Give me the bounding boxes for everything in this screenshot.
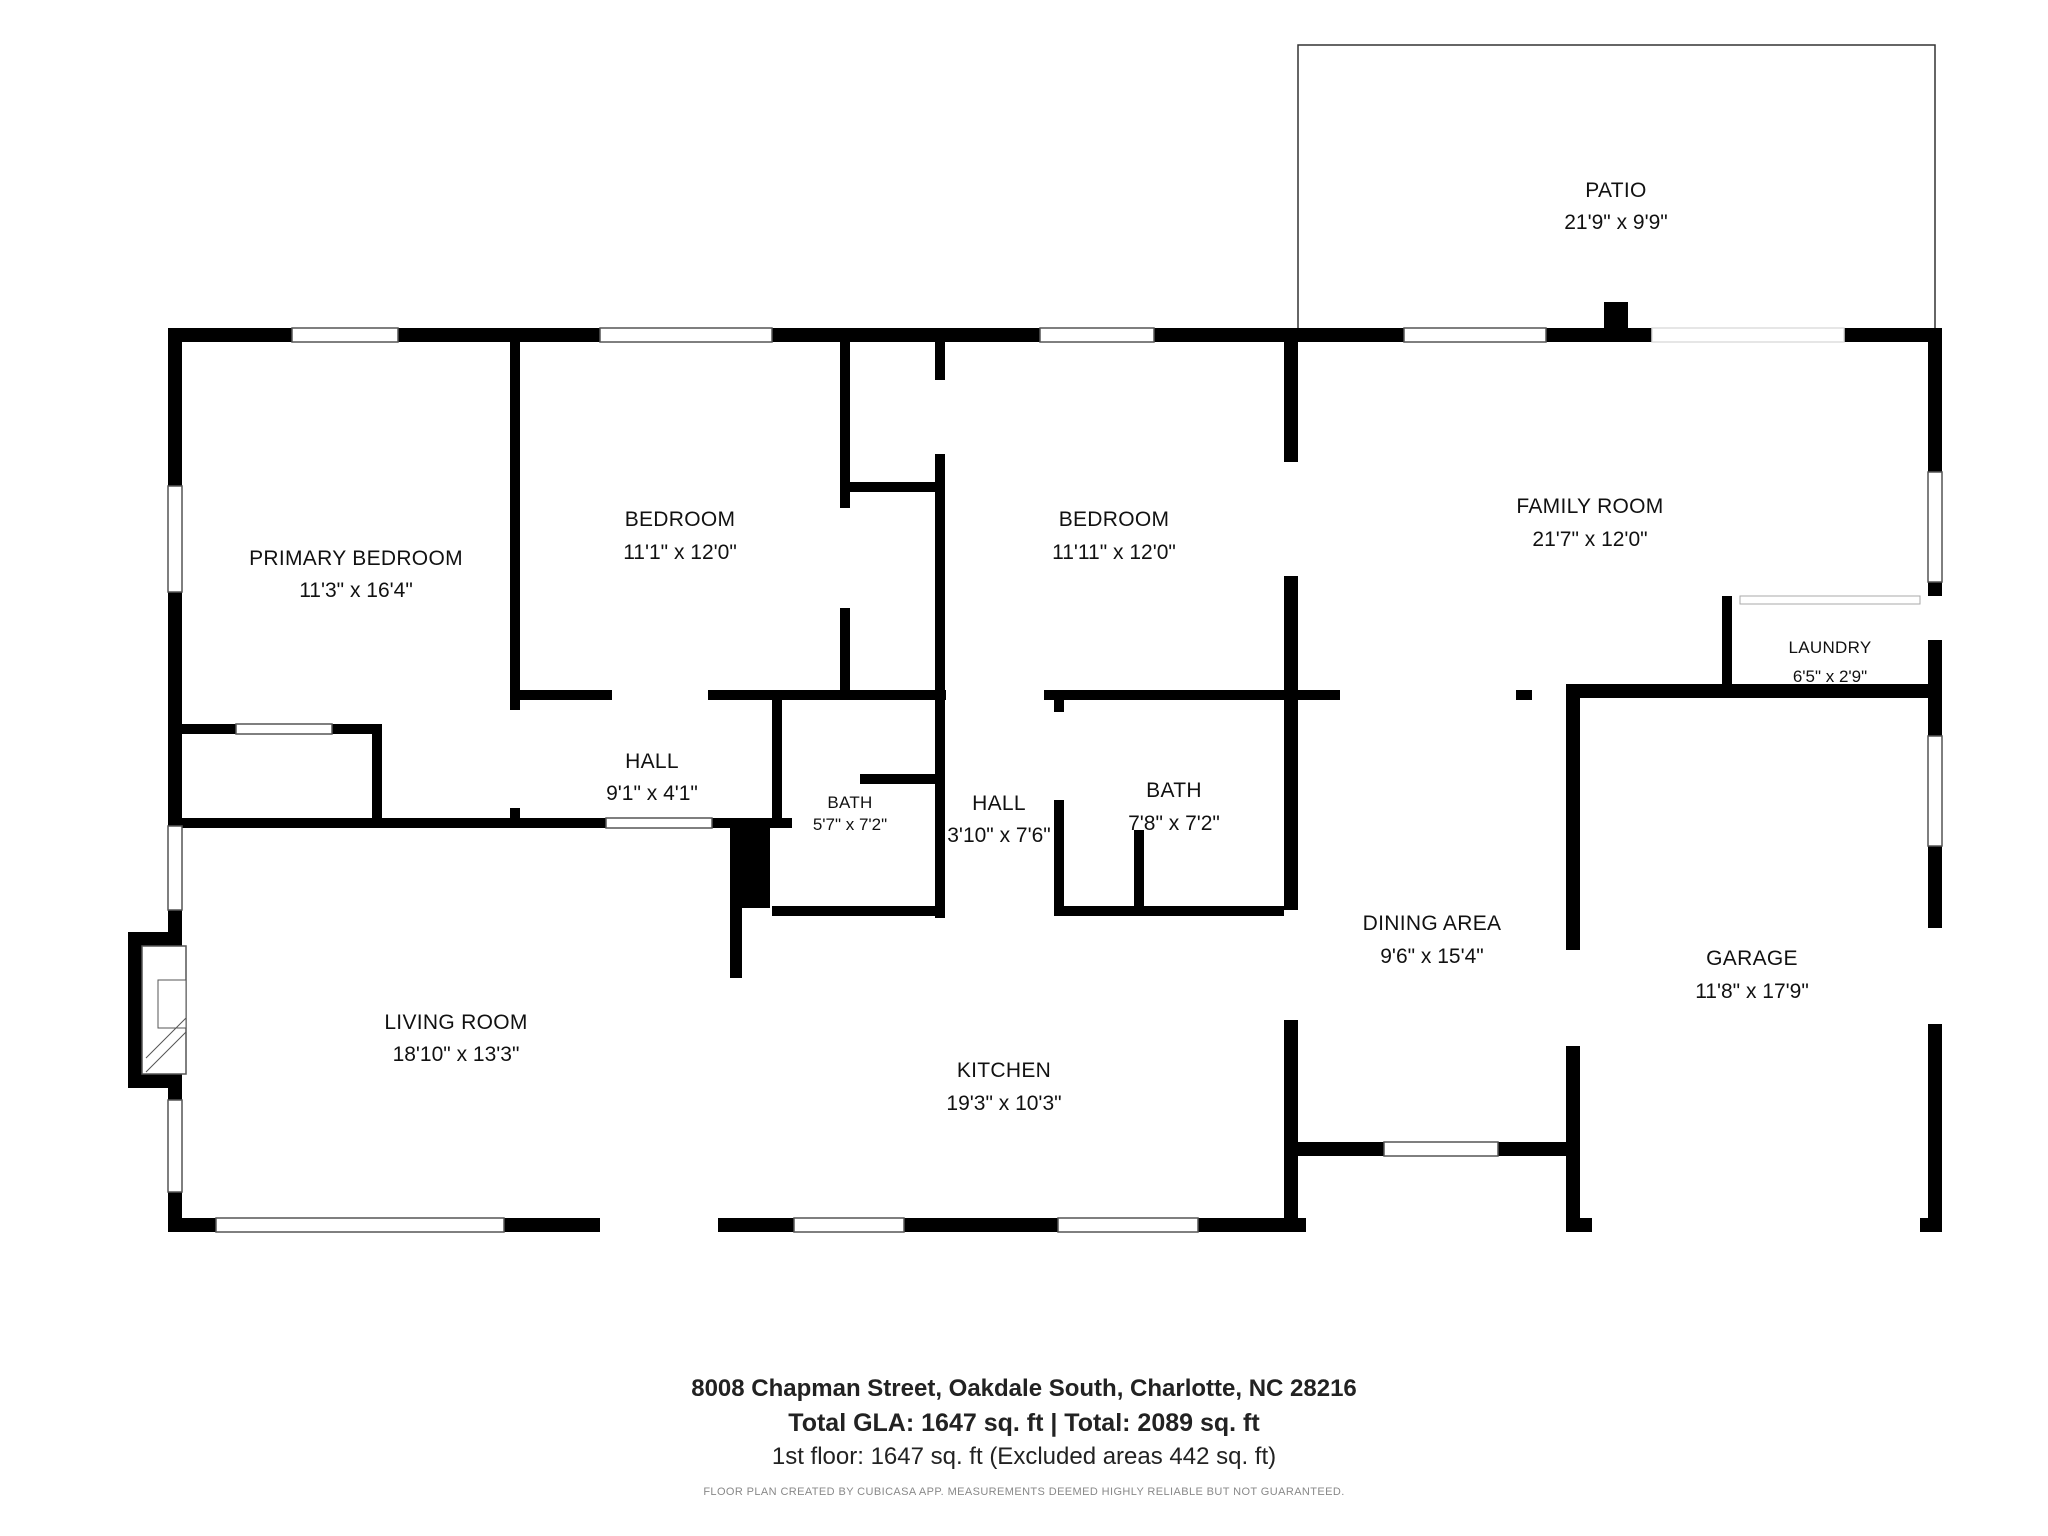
bath-2-dimensions: 7'8" x 7'2" xyxy=(1128,812,1220,835)
laundry-label: LAUNDRY xyxy=(1788,638,1871,657)
property-address: 8008 Chapman Street, Oakdale South, Char… xyxy=(691,1375,1357,1402)
kitchen-label: KITCHEN xyxy=(957,1059,1051,1082)
laundry-dimensions: 6'5" x 2'9" xyxy=(1793,667,1867,686)
garage-label: GARAGE xyxy=(1706,947,1798,970)
plan-footer: 8008 Chapman Street, Oakdale South, Char… xyxy=(0,1372,2048,1498)
hall-2-dimensions: 3'10" x 7'6" xyxy=(947,824,1051,847)
hall-1-label: HALL xyxy=(625,750,679,773)
family-room-label: FAMILY ROOM xyxy=(1516,495,1663,518)
floor-area-summary: 1st floor: 1647 sq. ft (Excluded areas 4… xyxy=(771,1443,1277,1470)
living-room-dimensions: 18'10" x 13'3" xyxy=(393,1043,520,1066)
dining-area-dimensions: 9'6" x 15'4" xyxy=(1380,945,1484,968)
primary-bedroom-label: PRIMARY BEDROOM xyxy=(249,547,463,570)
windows xyxy=(167,327,1943,1233)
disclaimer: FLOOR PLAN CREATED BY CUBICASA APP. MEAS… xyxy=(703,1486,1345,1498)
patio-dimensions: 21'9" x 9'9" xyxy=(1564,211,1668,234)
bath-1-label: BATH xyxy=(827,793,872,812)
living-room-label: LIVING ROOM xyxy=(384,1011,527,1034)
family-room-dimensions: 21'7" x 12'0" xyxy=(1532,528,1647,551)
door-openings xyxy=(510,380,1942,1232)
patio-outline xyxy=(1297,44,1936,328)
kitchen-dimensions: 19'3" x 10'3" xyxy=(946,1092,1061,1115)
dining-area-label: DINING AREA xyxy=(1363,912,1502,935)
bedroom-1-label: BEDROOM xyxy=(625,508,736,531)
bedroom-2-label: BEDROOM xyxy=(1059,508,1170,531)
patio-label: PATIO xyxy=(1585,179,1646,202)
garage-dimensions: 11'8" x 17'9" xyxy=(1695,980,1809,1003)
fireplace-hearth xyxy=(141,945,187,1075)
bedroom-1-dimensions: 11'1" x 12'0" xyxy=(623,541,737,564)
hall-2-label: HALL xyxy=(972,792,1026,815)
hall-1-dimensions: 9'1" x 4'1" xyxy=(606,782,698,805)
bath-1-dimensions: 5'7" x 7'2" xyxy=(813,815,887,834)
primary-bedroom-dimensions: 11'3" x 16'4" xyxy=(299,579,413,602)
bath-2-label: BATH xyxy=(1146,779,1202,802)
bedroom-2-dimensions: 11'11" x 12'0" xyxy=(1052,541,1176,564)
area-totals: Total GLA: 1647 sq. ft | Total: 2089 sq.… xyxy=(788,1409,1260,1437)
